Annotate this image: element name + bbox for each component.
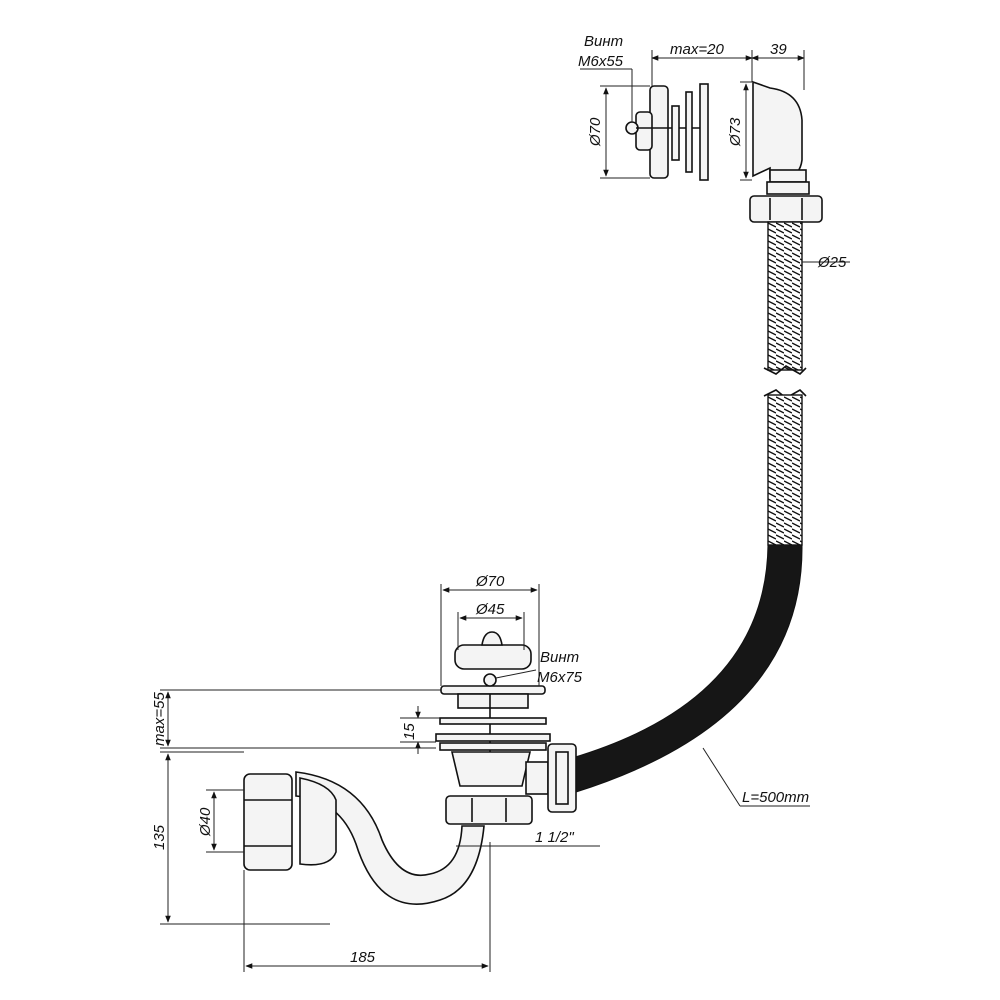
drain-gasket-1: [439, 717, 547, 725]
hose-curved-segment: [571, 544, 803, 793]
hose-upper-segment: [767, 221, 803, 371]
overflow-screw-label: Винт: [584, 33, 623, 50]
overflow-max-label: max=20: [670, 41, 724, 58]
corrugated-hose: [571, 221, 850, 807]
siphon-outlet-dia-label: Ø40: [197, 807, 214, 837]
drain-lower-nut: [445, 795, 533, 825]
overflow-hose-nut: [749, 195, 823, 223]
hose-lower-segment: [767, 394, 803, 546]
overflow-dia-right-label: Ø73: [727, 117, 744, 147]
overflow-screw-size-label: M6x55: [578, 53, 624, 70]
drain-side-inlet: [525, 761, 549, 795]
overflow-depth-label: 39: [770, 41, 787, 58]
drain-dia-inner-label: Ø45: [475, 601, 505, 618]
drain-body: [450, 751, 532, 787]
siphon-trap: [295, 771, 485, 905]
hose-dia-label: Ø25: [817, 254, 847, 271]
drain-gap-label: 15: [401, 723, 418, 740]
drain-dia-outer-label: Ø70: [475, 573, 505, 590]
siphon-height-label: 135: [151, 824, 168, 850]
drain-gasket-3: [439, 742, 547, 751]
drain-screw-size-label: M6x75: [537, 669, 583, 686]
overflow-dimensions: [580, 50, 805, 181]
thread-size-label: 1 1/2": [535, 829, 574, 846]
overflow-gasket-2: [685, 91, 693, 173]
overflow-gasket-1: [671, 105, 680, 161]
drain-plug: [454, 644, 532, 670]
siphon-width-label: 185: [350, 949, 376, 966]
drain-max-label: max=55: [151, 692, 168, 746]
hose-length-label: L=500mm: [742, 789, 809, 806]
drain-flange: [440, 685, 546, 695]
siphon-outlet-nut: [243, 773, 293, 871]
drain-screw-label: Винт: [540, 649, 579, 666]
overflow-dia-left-label: Ø70: [587, 117, 604, 147]
hose-break-mark: [763, 365, 807, 375]
overflow-elbow: [752, 80, 803, 179]
overflow-gasket-3: [699, 83, 709, 181]
drain-gasket-2: [435, 733, 551, 742]
drain-dimensions: [160, 584, 600, 972]
drain-assembly: [243, 631, 577, 905]
overflow-assembly: [625, 80, 823, 223]
